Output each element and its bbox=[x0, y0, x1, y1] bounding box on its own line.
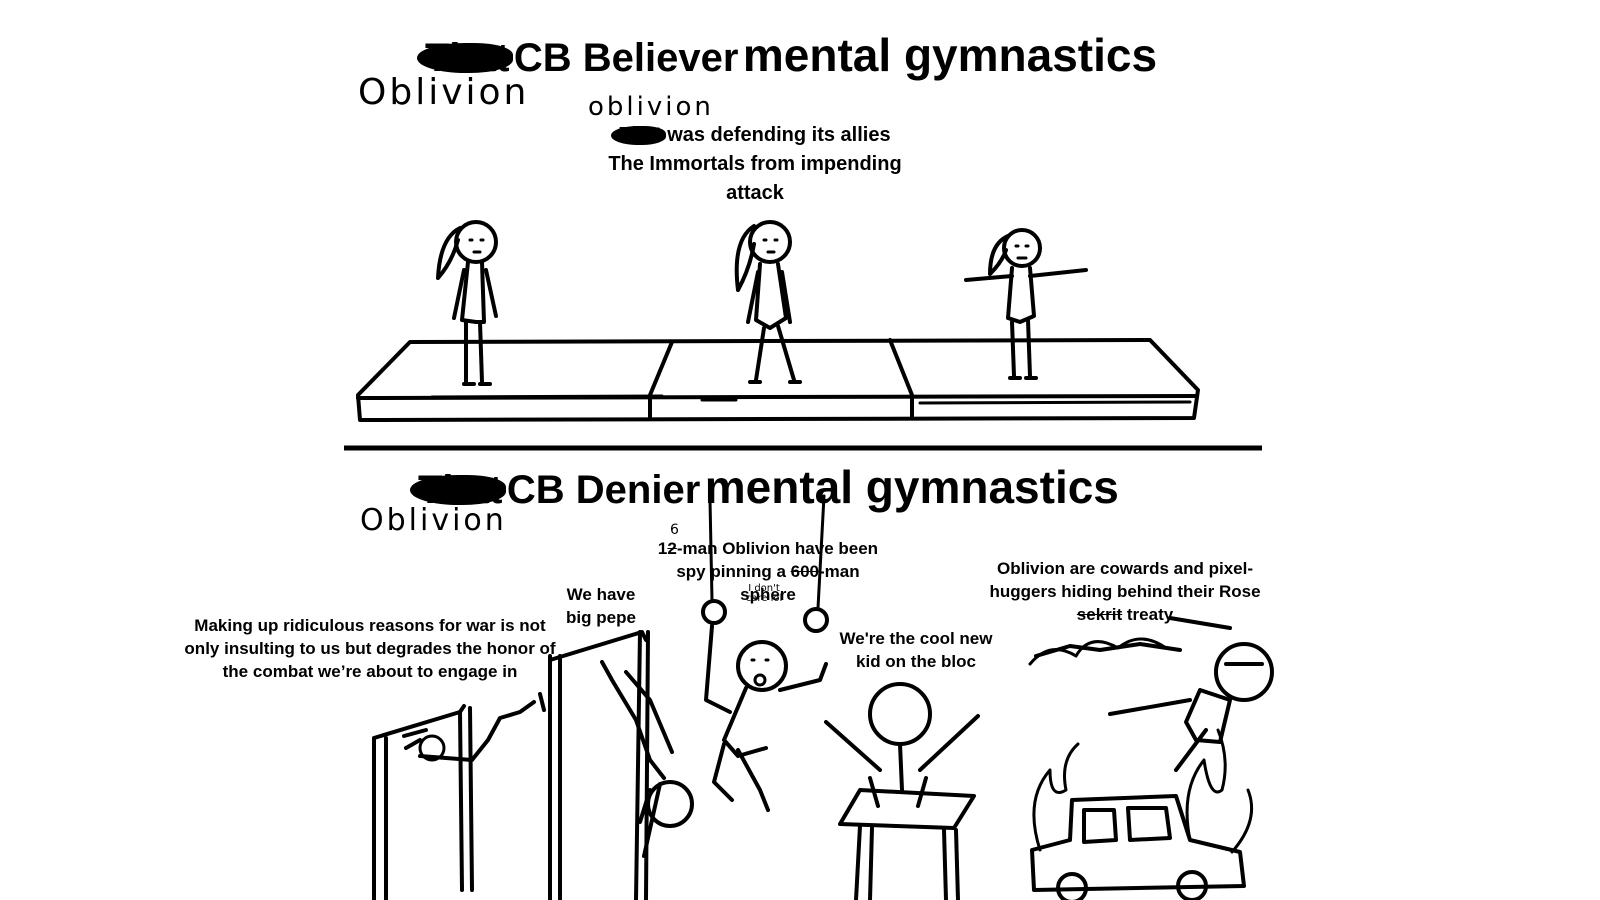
top-gymnastics-drawing bbox=[344, 220, 1262, 451]
gymnast-3 bbox=[964, 228, 1088, 380]
struck-digit: 2 bbox=[667, 539, 677, 558]
bottom-title-crossed-word: That bbox=[409, 468, 507, 512]
caption-reasons-for-war: Making up ridiculous reasons for war is … bbox=[184, 616, 556, 681]
hand-fix-digit: 6 bbox=[670, 522, 679, 538]
top-title-mental-gymnastics: mental gymnastics bbox=[742, 29, 1158, 81]
hand-note-dont-care: I don't care lol bbox=[745, 583, 783, 604]
gymnast-2 bbox=[734, 220, 802, 384]
top-hand-note-oblivion: Oblivion bbox=[358, 72, 530, 113]
bottom-hand-note-oblivion: Oblivion bbox=[360, 503, 507, 538]
top-caption-line2: The Immortals from impending bbox=[608, 153, 902, 175]
bottom-title-mental-gymnastics: mental gymnastics bbox=[704, 461, 1119, 513]
struck-word-sekrit: sekrit bbox=[1076, 605, 1123, 624]
caption-big-pepe: We have big pepe bbox=[566, 585, 636, 627]
top-hand-note-oblivion-small: oblivion bbox=[588, 92, 714, 122]
top-title-crossed-word: That bbox=[416, 36, 514, 80]
top-caption: That was defending its allies The Immort… bbox=[590, 121, 920, 208]
top-title: That CB Believer mental gymnastics bbox=[416, 28, 1158, 82]
top-title-cb: CB Believer bbox=[513, 36, 739, 80]
top-caption-line3: attack bbox=[726, 182, 784, 204]
caption-cool-new-kid: We're the cool new kid on the bloc bbox=[839, 629, 993, 671]
bottom-gymnastics-drawing bbox=[372, 494, 1274, 900]
bottom-title-cb: CB Denier bbox=[506, 468, 701, 512]
struck-number: 600 bbox=[790, 562, 820, 581]
gymnast-1 bbox=[436, 220, 498, 386]
top-caption-crossed-word: That bbox=[611, 121, 666, 150]
caption-spy-pinning: 12-man Oblivion have been spy pinning a … bbox=[657, 539, 879, 604]
top-caption-line1: was defending its allies bbox=[667, 124, 891, 146]
bottom-title: That CB Denier mental gymnastics bbox=[409, 460, 1119, 514]
caption-cowards-pixel-huggers: Oblivion are cowards and pixel-huggers h… bbox=[989, 559, 1261, 624]
